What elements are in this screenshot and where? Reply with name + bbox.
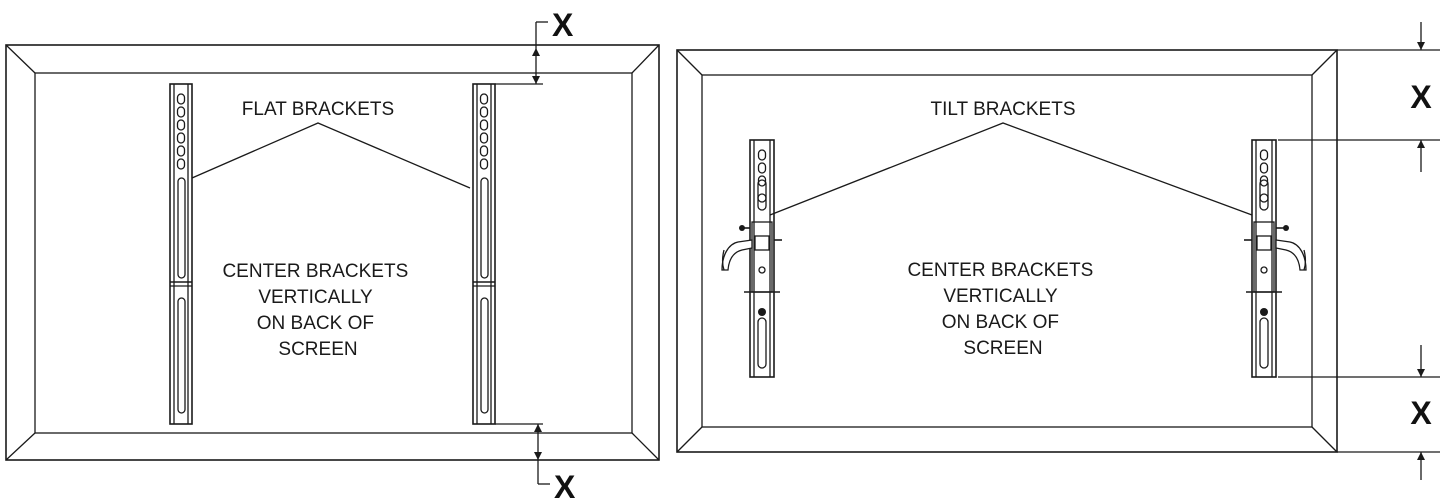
tilt-bracket-left [721, 139, 782, 378]
svg-text:X: X [552, 7, 574, 43]
right-screen [676, 49, 1338, 453]
bracket-slot [176, 132, 186, 144]
flat-bracket-left [169, 83, 193, 425]
bracket-slot [479, 119, 489, 131]
svg-text:X: X [1410, 79, 1432, 115]
right-bottom-dimension: X [1278, 345, 1440, 480]
bracket-slot [757, 162, 767, 174]
bracket-slot [479, 106, 489, 118]
left-screen [5, 44, 660, 461]
right-top-dimension: X [1278, 22, 1440, 172]
bracket-slot [176, 119, 186, 131]
bracket-slot [479, 93, 489, 105]
bracket-slot [1259, 149, 1269, 161]
flat-bracket-right [472, 83, 496, 425]
left-instruction: CENTER BRACKETS VERTICALLY ON BACK OF SC… [222, 261, 413, 360]
bracket-slot [479, 158, 489, 170]
flat-bracket-leader [191, 122, 471, 189]
svg-text:X: X [554, 469, 576, 500]
bracket-slot [757, 149, 767, 161]
bracket-slot [176, 106, 186, 118]
right-instruction: CENTER BRACKETS VERTICALLY ON BACK OF SC… [907, 260, 1098, 359]
bracket-slot [176, 145, 186, 157]
bracket-slot [479, 132, 489, 144]
bracket-slot [176, 93, 186, 105]
bracket-slot [176, 158, 186, 170]
tilt-bracket-right [1244, 139, 1307, 378]
left-top-dimension: X [495, 7, 574, 85]
flat-brackets-label: FLAT BRACKETS [242, 99, 394, 120]
tilt-bracket-leader [769, 122, 1253, 216]
bracket-slot [1259, 162, 1269, 174]
left-bottom-dimension: X [495, 423, 576, 500]
svg-text:X: X [1410, 395, 1432, 431]
bracket-slot [479, 145, 489, 157]
tilt-brackets-label: TILT BRACKETS [931, 99, 1076, 120]
